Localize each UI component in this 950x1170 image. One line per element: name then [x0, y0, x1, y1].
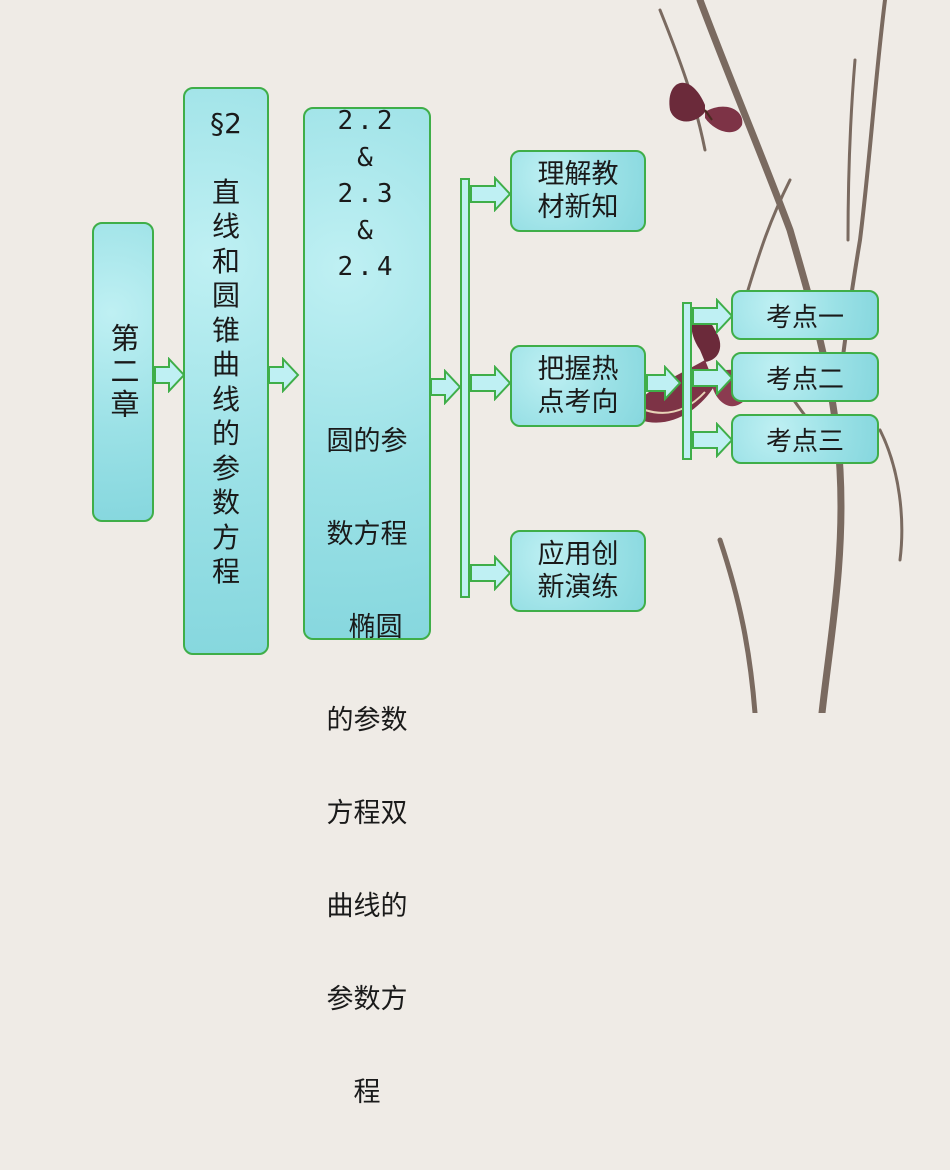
arrow-right-icon [470, 176, 512, 212]
section-title-char: 线 [211, 382, 240, 416]
subsection-number-2: 2.3 [337, 179, 397, 209]
branch-label: 点考向 [537, 387, 619, 418]
chapter-box: 第二章 [92, 222, 154, 522]
subsection-title-line: 圆的参 [326, 425, 408, 457]
subsection-title-line: 参数方 [326, 983, 408, 1015]
section-title-char: 的 [211, 417, 240, 450]
point-box-2: 考点二 [731, 352, 879, 402]
arrow-right-icon [470, 365, 512, 401]
point-box-3: 考点三 [731, 414, 879, 464]
section-number: §2 [210, 107, 242, 140]
branch-box-understand: 理解教 材新知 [510, 150, 646, 232]
subsection-title-line: 椭圆 [331, 611, 403, 643]
section-title-char: 程 [211, 555, 240, 588]
arrow-right-icon [692, 422, 734, 458]
subsection-title-line: 方程双 [326, 797, 408, 829]
point-label: 考点二 [765, 364, 844, 395]
section-title-char: 数 [211, 486, 240, 519]
section-title-char: 圆 [211, 279, 240, 312]
subsection-amp-2: & [357, 215, 377, 246]
subsection-number-3: 2.4 [337, 252, 397, 282]
branch-box-hotspots: 把握热 点考向 [510, 345, 646, 427]
section-title-char: 方 [211, 520, 240, 554]
branch-box-practice: 应用创 新演练 [510, 530, 646, 612]
subsection-title-line: 的参数 [326, 704, 408, 736]
arrow-right-icon [268, 357, 300, 393]
subsection-number-1: 2.2 [337, 106, 397, 136]
background-branch-decoration [635, 0, 904, 713]
point-label: 考点三 [765, 426, 844, 457]
subsection-title-line: 曲线的 [326, 890, 408, 922]
branch-bracket [460, 178, 470, 598]
section-title-char: 线 [211, 210, 240, 243]
section-title-char: 直 [211, 175, 240, 209]
subsection-numbers: 2.2 & 2.3 & 2.4 [338, 103, 397, 286]
arrow-right-icon [692, 298, 734, 334]
branch-label: 新演练 [537, 572, 619, 603]
point-box-1: 考点一 [731, 290, 879, 340]
point-label: 考点一 [765, 302, 844, 333]
branch-label: 应用创 [537, 539, 619, 570]
subsection-box: 2.2 & 2.3 & 2.4 圆的参 数方程 椭圆 的参数 方程双 曲线的 参… [303, 106, 431, 1108]
subsection-title-line: 数方程 [326, 518, 408, 550]
subsection-amp-1: & [357, 142, 377, 173]
arrow-right-icon [692, 360, 734, 396]
section-box: §2 直线和圆锥曲线的参数方程 [183, 87, 269, 655]
branch-label: 理解教 [537, 159, 619, 190]
chapter-label: 第二章 [106, 322, 140, 422]
points-bracket [682, 302, 692, 460]
arrow-right-icon [430, 369, 462, 405]
section-title-char: 锥 [211, 313, 240, 347]
section-title-char: 参 [211, 451, 240, 485]
section-title: 直线和圆锥曲线的参数方程 [212, 176, 240, 590]
subsection-title-line: 程 [353, 1076, 381, 1108]
branch-label: 把握热 [537, 354, 619, 385]
section-title-char: 和 [211, 244, 240, 278]
section-title-char: 曲 [211, 348, 240, 381]
subsection-title: 圆的参 数方程 椭圆 的参数 方程双 曲线的 参数方 程 [327, 364, 408, 1170]
arrow-right-icon [646, 365, 682, 401]
branch-label: 材新知 [537, 192, 619, 223]
arrow-right-icon [154, 357, 186, 393]
arrow-right-icon [470, 555, 512, 591]
